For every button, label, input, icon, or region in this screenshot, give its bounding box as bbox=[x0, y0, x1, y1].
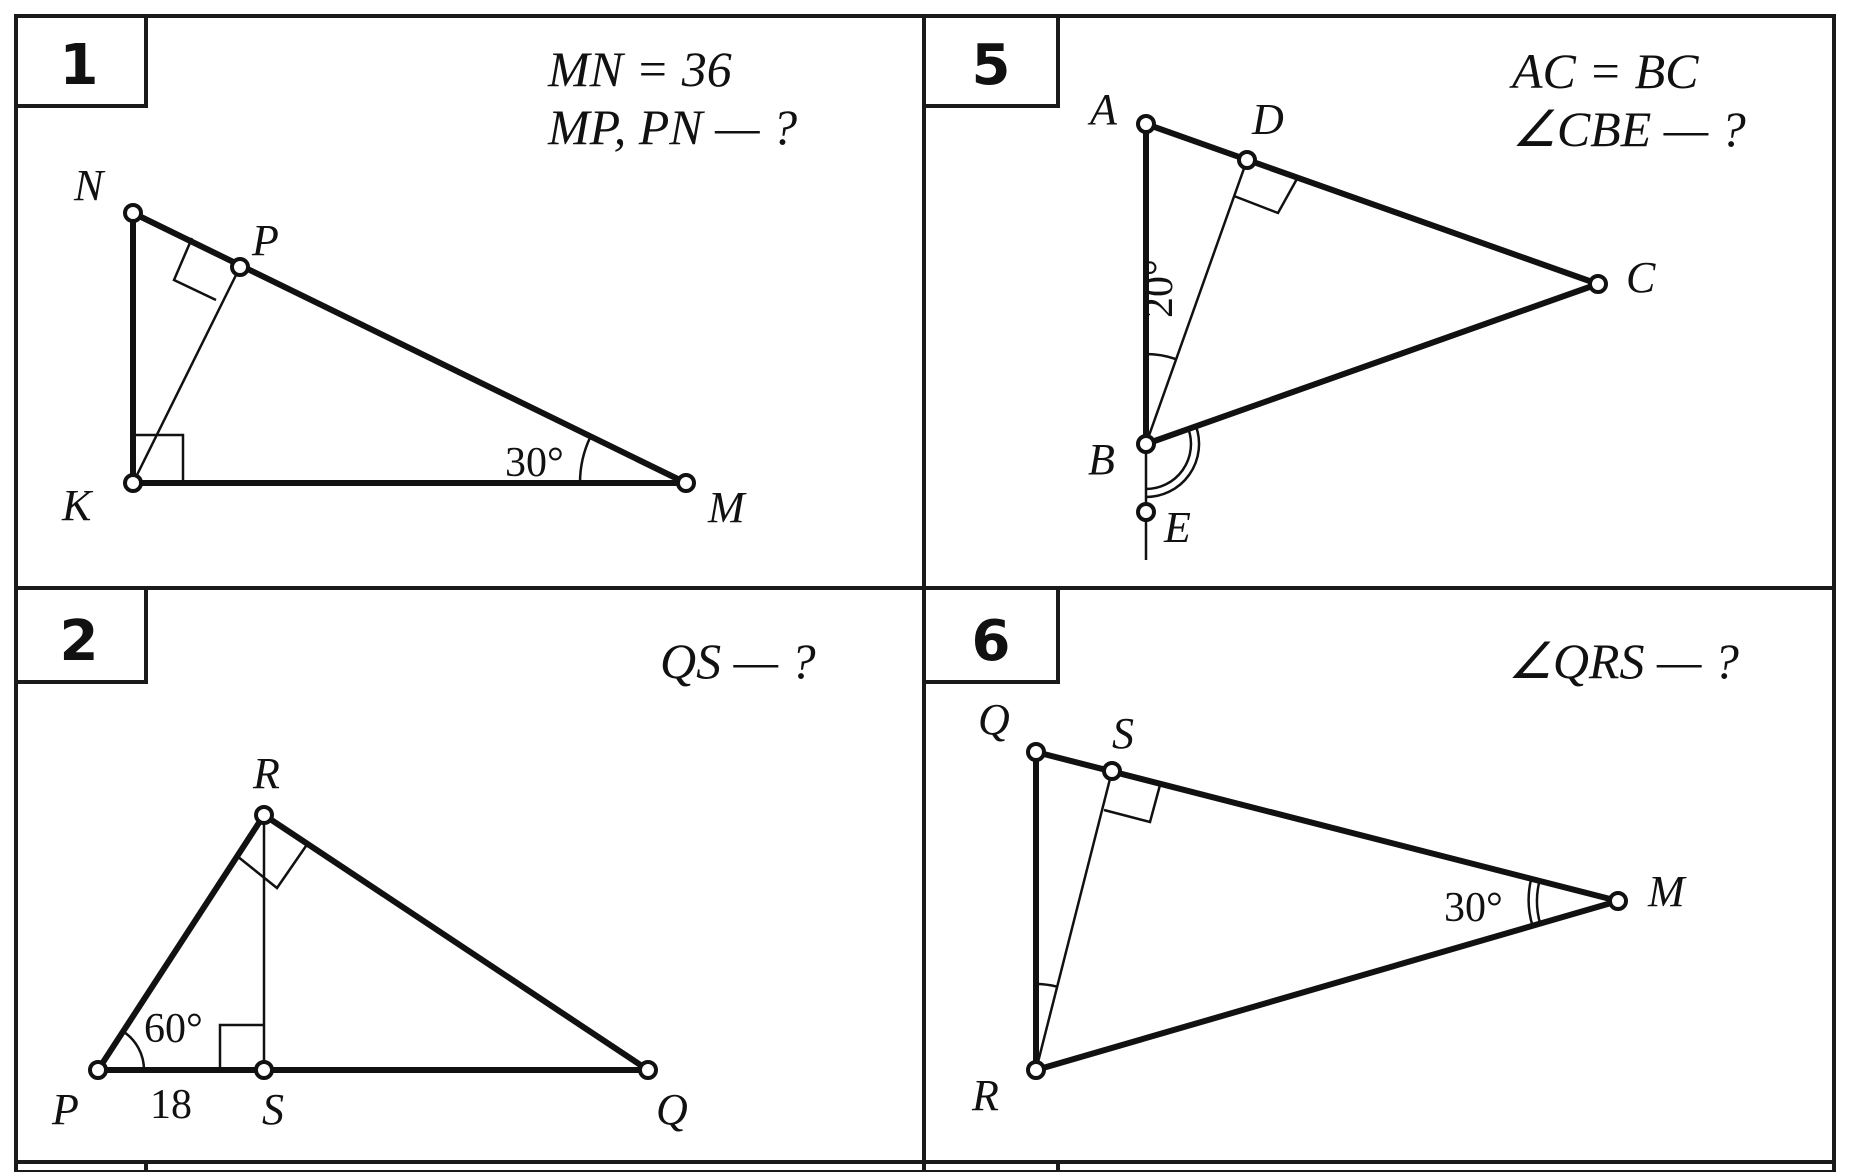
point-label: D bbox=[1251, 95, 1284, 144]
point-label: P bbox=[251, 216, 279, 265]
point-label: B bbox=[1088, 435, 1115, 484]
problem-5: 5 AC = BC ∠CBE — ? 20° A D C B E bbox=[922, 14, 1746, 560]
point-label: R bbox=[252, 749, 280, 798]
figure-triangle-qmr: 30° Q S M R bbox=[971, 695, 1687, 1120]
segment-pr bbox=[95, 812, 267, 1073]
point-label: M bbox=[1647, 867, 1687, 916]
point-n bbox=[123, 203, 143, 223]
angle-arc-abd bbox=[1145, 352, 1177, 361]
angle-label: 60° bbox=[144, 1006, 203, 1052]
right-angle-mark-k bbox=[133, 433, 185, 483]
angle-arc-cbe-inner bbox=[1145, 428, 1193, 491]
angle-arc-cbe-outer bbox=[1145, 425, 1201, 499]
point-d bbox=[1237, 150, 1257, 170]
point-k bbox=[123, 473, 143, 493]
condition-line: QS — ? bbox=[660, 633, 816, 689]
point-s bbox=[1102, 761, 1122, 781]
point-b bbox=[1136, 434, 1156, 454]
right-angle-mark-r bbox=[236, 845, 308, 890]
segment-bc bbox=[1143, 281, 1601, 447]
point-label: S bbox=[1112, 709, 1134, 758]
point-e bbox=[1136, 502, 1156, 522]
condition-line: MP, PN — ? bbox=[547, 99, 797, 155]
segment-qm bbox=[1033, 749, 1621, 904]
right-angle-mark-p bbox=[172, 237, 217, 302]
segment-nm bbox=[130, 210, 689, 486]
point-m bbox=[1608, 891, 1628, 911]
condition-line: MN = 36 bbox=[547, 41, 732, 97]
point-label: Q bbox=[978, 695, 1010, 744]
point-label: N bbox=[73, 161, 106, 210]
segment-rq bbox=[261, 812, 651, 1073]
problem-2: 2 QS — ? 60° 18 R P S Q bbox=[14, 586, 816, 1134]
problem-1: 1 MN = 36 MP, PN — ? 30° N P K M bbox=[14, 14, 797, 532]
point-label: C bbox=[1626, 253, 1656, 302]
condition-line: ∠QRS — ? bbox=[1508, 633, 1739, 689]
point-label: P bbox=[51, 1085, 79, 1134]
figure-triangle-abc: 20° A D C B E bbox=[1087, 85, 1656, 560]
point-r bbox=[254, 805, 274, 825]
angle-arc-qrs bbox=[1035, 982, 1058, 988]
problem-number-box bbox=[922, 14, 1060, 108]
problem-number-box bbox=[14, 14, 148, 108]
angle-arc-m-inner bbox=[1535, 880, 1542, 924]
altitude-bd bbox=[1144, 159, 1249, 445]
point-label: K bbox=[61, 481, 94, 530]
altitude-rs bbox=[1034, 770, 1114, 1071]
point-q bbox=[1026, 742, 1046, 762]
point-c bbox=[1588, 274, 1608, 294]
right-angle-mark-d bbox=[1233, 176, 1300, 215]
point-label: S bbox=[262, 1085, 284, 1134]
point-label: M bbox=[707, 483, 747, 532]
condition-line: AC = BC bbox=[1509, 43, 1699, 99]
angle-arc-p bbox=[122, 1030, 146, 1071]
problem-number-box bbox=[14, 586, 148, 684]
point-m bbox=[676, 473, 696, 493]
problem-number-box bbox=[922, 586, 1060, 684]
angle-label: 30° bbox=[505, 440, 564, 486]
problem-number: 2 bbox=[60, 609, 99, 674]
angle-arc-m bbox=[578, 435, 592, 484]
angle-label: 20° bbox=[1136, 259, 1182, 318]
condition-line: ∠CBE — ? bbox=[1512, 101, 1746, 157]
problem-number: 6 bbox=[972, 609, 1011, 674]
point-p bbox=[230, 257, 250, 277]
figure-triangle-prq: 60° 18 R P S Q bbox=[51, 749, 688, 1134]
point-a bbox=[1136, 114, 1156, 134]
point-r bbox=[1026, 1060, 1046, 1080]
right-angle-mark-s bbox=[218, 1023, 264, 1070]
point-label: Q bbox=[656, 1085, 688, 1134]
segment-label-ps: 18 bbox=[150, 1082, 192, 1128]
figure-triangle-nkm: 30° N P K M bbox=[61, 161, 747, 532]
segment-ac bbox=[1143, 121, 1601, 287]
problem-6: 6 ∠QRS — ? 30° Q S M R bbox=[922, 586, 1739, 1120]
point-q bbox=[638, 1060, 658, 1080]
right-angle-mark-s bbox=[1103, 784, 1162, 824]
problem-number: 1 bbox=[60, 33, 99, 98]
point-p bbox=[88, 1060, 108, 1080]
point-label: A bbox=[1087, 85, 1118, 134]
altitude-kp bbox=[131, 266, 242, 484]
angle-label: 30° bbox=[1444, 885, 1503, 931]
angle-arc-m-outer bbox=[1527, 878, 1534, 927]
problem-number: 5 bbox=[972, 33, 1011, 98]
point-label: R bbox=[971, 1071, 999, 1120]
point-label: E bbox=[1163, 503, 1191, 552]
point-s bbox=[254, 1060, 274, 1080]
segment-rm bbox=[1033, 898, 1621, 1073]
